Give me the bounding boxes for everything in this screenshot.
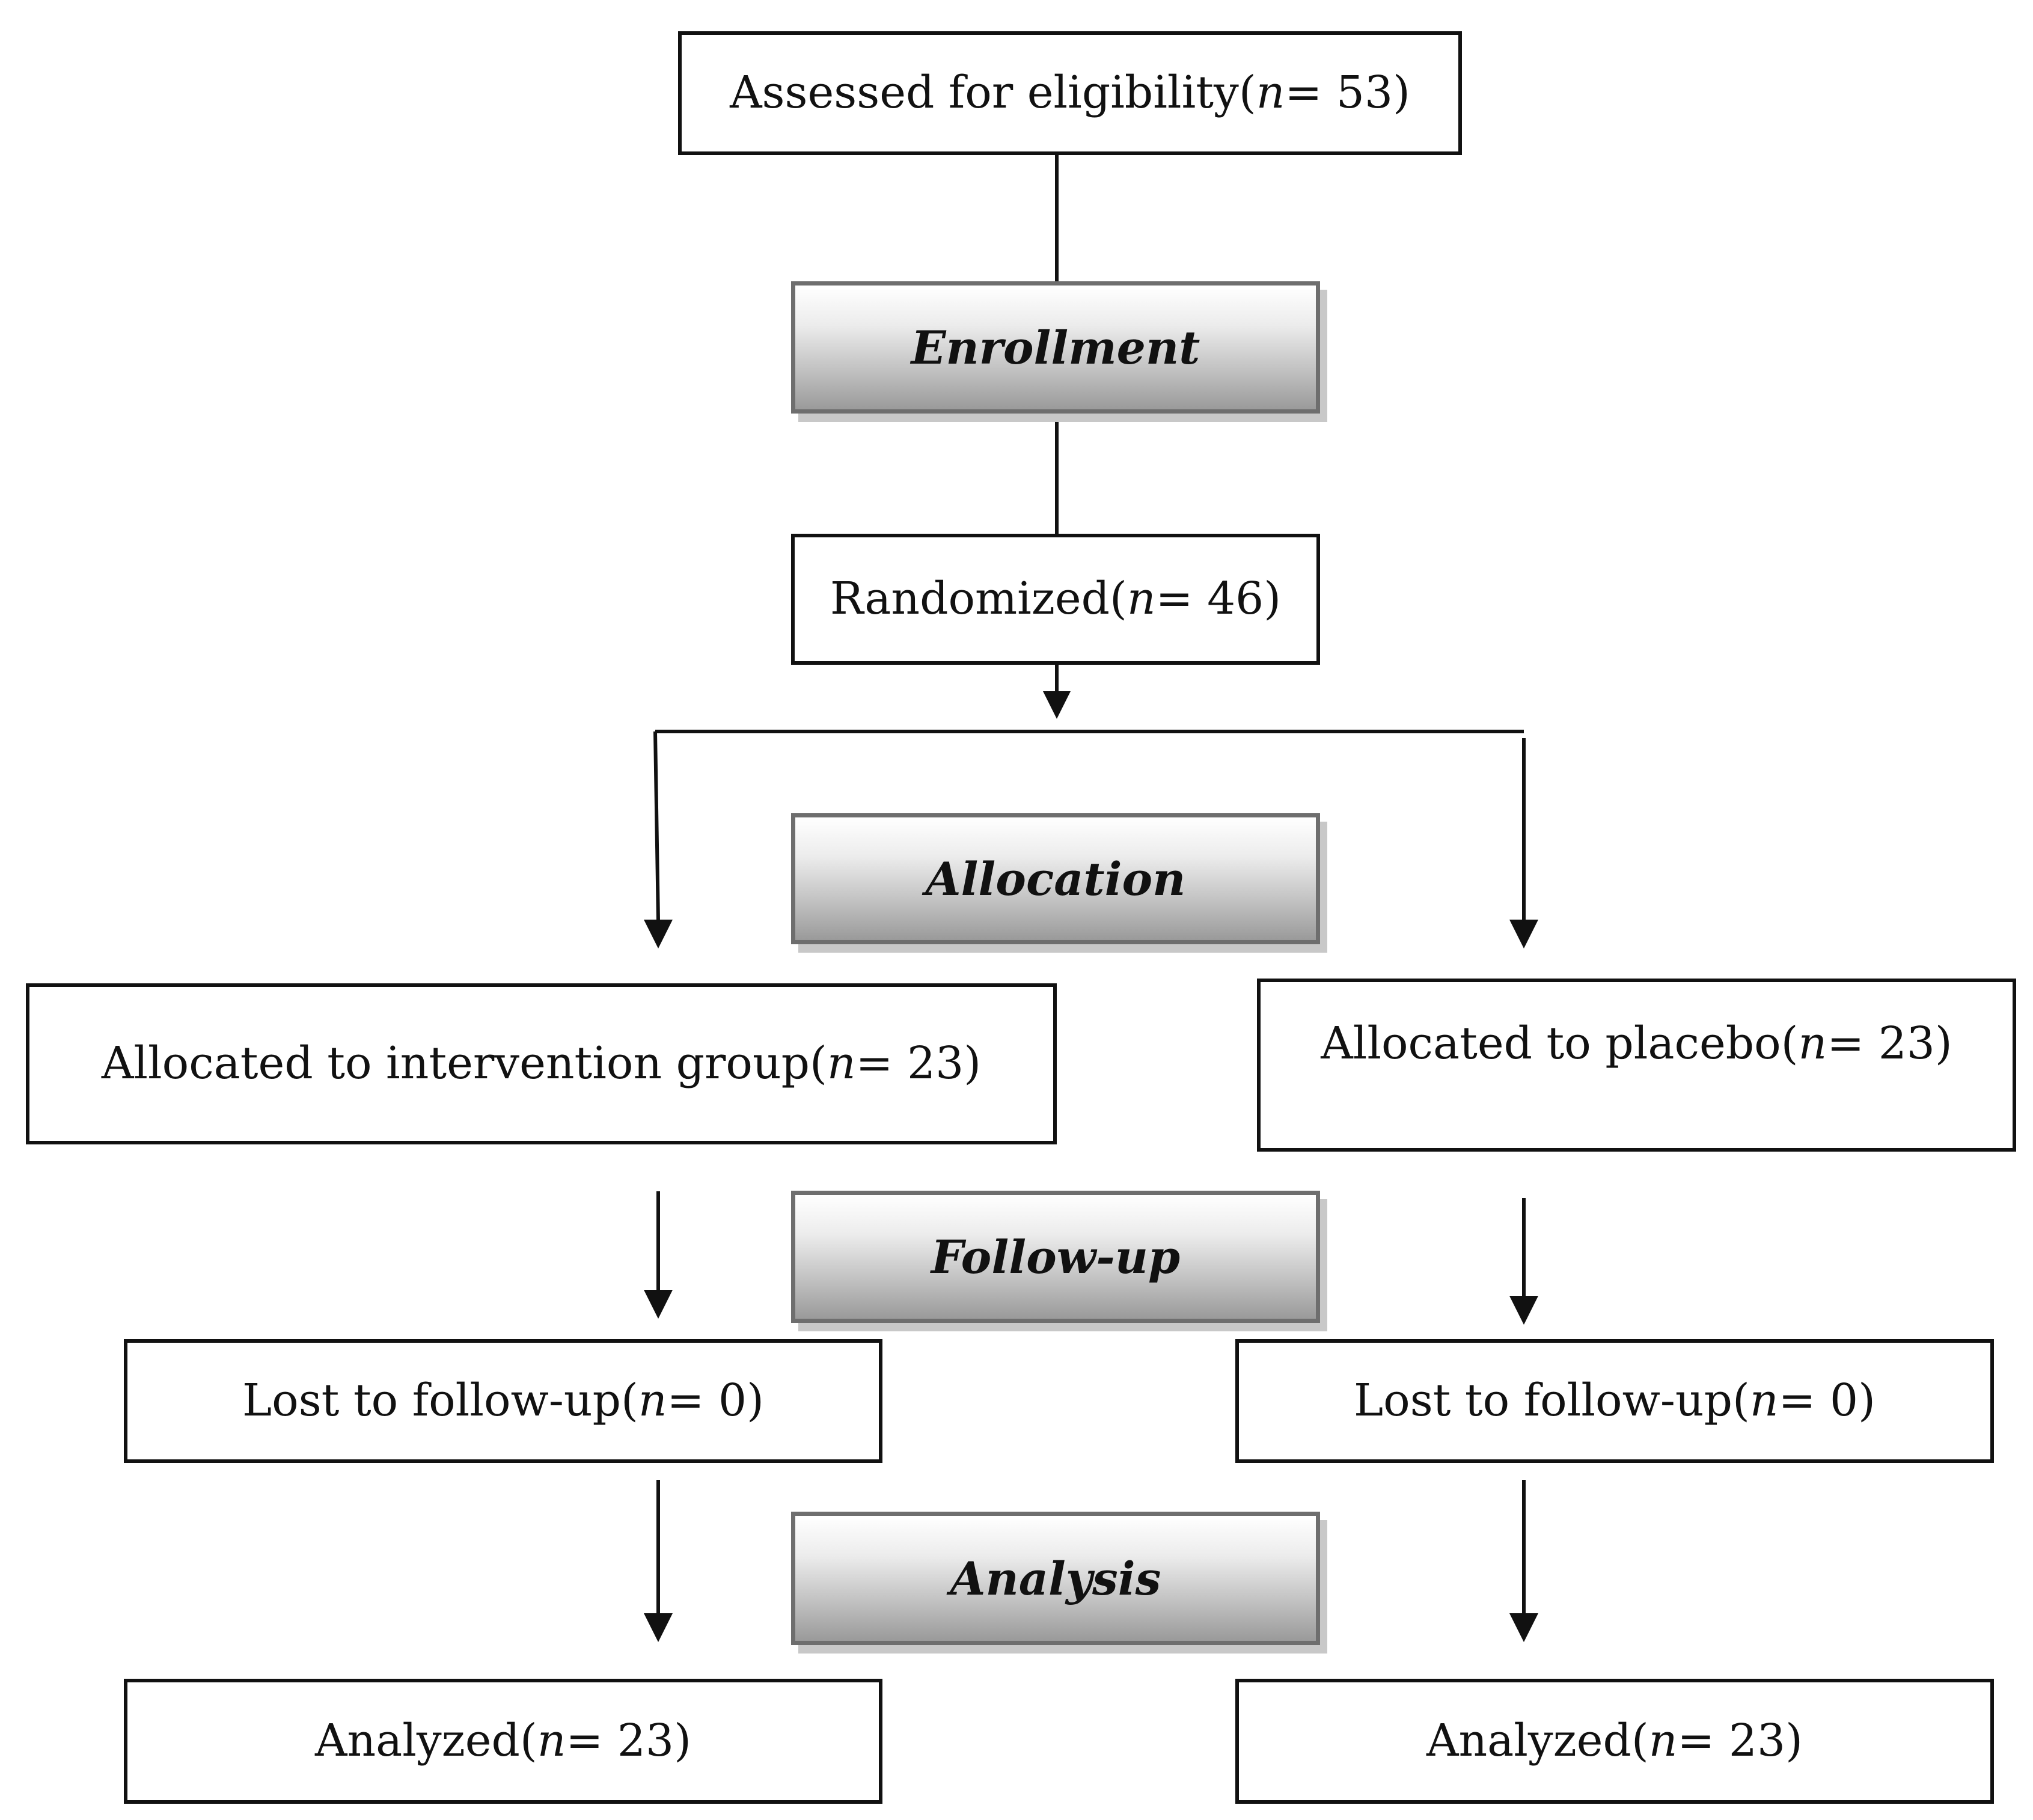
stage-enrollment: Enrollment	[791, 281, 1320, 414]
placebo-label: Allocated to placebo	[1321, 1018, 1781, 1069]
lost-left-label: Lost to follow-up	[242, 1375, 621, 1427]
arrowhead-analyzed-right	[1509, 1613, 1538, 1642]
n-variable: n	[1749, 1375, 1779, 1427]
n-variable: n	[827, 1037, 856, 1090]
randomized-box: Randomized (n = 46)	[791, 534, 1320, 665]
assessed-count: = 53)	[1285, 67, 1410, 119]
placebo-count: = 23)	[1827, 1018, 1952, 1069]
open-paren: (	[1238, 67, 1256, 119]
stage-followup-label: Follow-up	[931, 1230, 1181, 1284]
intervention-label: Allocated to intervention group	[101, 1037, 810, 1090]
stage-allocation: Allocation	[791, 813, 1320, 944]
analyzed-left-count: = 23)	[566, 1715, 691, 1767]
assessed-box: Assessed for eligibility (n = 53)	[678, 31, 1462, 155]
open-paren: (	[1781, 1018, 1799, 1069]
analyzed-right-count: = 23)	[1677, 1715, 1803, 1767]
n-variable: n	[1798, 1018, 1827, 1069]
open-paren: (	[519, 1715, 537, 1767]
stage-analysis: Analysis	[791, 1512, 1320, 1645]
arrowhead-analyzed-left	[644, 1613, 673, 1642]
n-variable: n	[1256, 67, 1285, 119]
open-paren: (	[1110, 573, 1127, 625]
intervention-count: = 23)	[855, 1037, 982, 1090]
lost-right-label: Lost to follow-up	[1354, 1375, 1732, 1427]
open-paren: (	[620, 1375, 638, 1427]
lost-left-count: = 0)	[667, 1375, 764, 1427]
randomized-count: = 46)	[1155, 573, 1282, 625]
arrowhead-intervention	[644, 920, 673, 948]
analyzed-right-box: Analyzed (n = 23)	[1235, 1679, 1994, 1804]
lost-right-box: Lost to follow-up (n = 0)	[1235, 1339, 1994, 1463]
open-paren: (	[809, 1037, 827, 1090]
stage-enrollment-label: Enrollment	[911, 320, 1200, 374]
lost-right-count: = 0)	[1778, 1375, 1876, 1427]
analyzed-right-label: Analyzed	[1426, 1715, 1631, 1767]
split-left-down	[653, 731, 660, 921]
arrowhead-lost-left	[644, 1290, 673, 1319]
stage-analysis-label: Analysis	[950, 1551, 1161, 1605]
assessed-label: Assessed for eligibility	[730, 67, 1239, 119]
open-paren: (	[1631, 1715, 1649, 1767]
randomized-label: Randomized	[830, 573, 1110, 625]
arrowhead-lost-right	[1509, 1296, 1538, 1325]
placebo-box: Allocated to placebo (n = 23)	[1257, 979, 2016, 1152]
n-variable: n	[638, 1375, 667, 1427]
open-paren: (	[1732, 1375, 1750, 1427]
arrowhead-placebo	[1509, 920, 1538, 948]
stage-allocation-label: Allocation	[925, 852, 1186, 906]
stage-followup: Follow-up	[791, 1191, 1320, 1323]
arrowhead-randomized	[1043, 691, 1071, 719]
analyzed-left-label: Analyzed	[315, 1715, 520, 1767]
analyzed-left-box: Analyzed (n = 23)	[124, 1679, 882, 1804]
n-variable: n	[1648, 1715, 1678, 1767]
intervention-box: Allocated to intervention group (n = 23)	[26, 983, 1057, 1144]
lost-left-box: Lost to follow-up (n = 0)	[124, 1339, 882, 1463]
n-variable: n	[537, 1715, 566, 1767]
n-variable: n	[1127, 573, 1156, 625]
